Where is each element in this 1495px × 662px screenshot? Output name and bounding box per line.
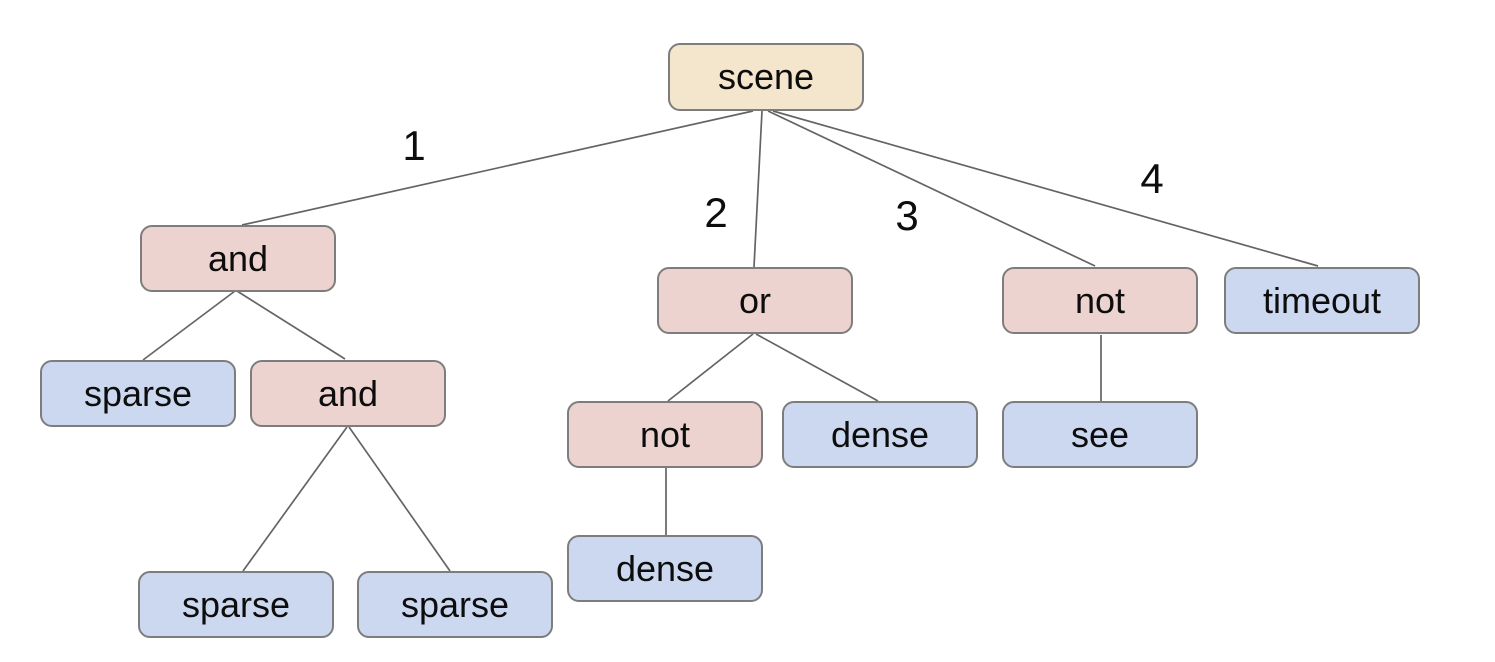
node-sparse-left: sparse	[40, 360, 236, 427]
node-not-right: not	[1002, 267, 1198, 334]
node-see: see	[1002, 401, 1198, 468]
node-timeout: timeout	[1224, 267, 1420, 334]
edge-and2-sparse-left	[242, 426, 348, 572]
node-and-nested: and	[250, 360, 446, 427]
edge-or-dense	[755, 333, 879, 402]
node-scene: scene	[668, 43, 864, 111]
node-dense-bottom: dense	[567, 535, 763, 602]
edge-scene-and	[241, 110, 754, 226]
node-or: or	[657, 267, 853, 334]
edge-and-and	[236, 290, 346, 360]
node-and-left: and	[140, 225, 336, 292]
edge-or-not	[667, 333, 754, 402]
edge-label-2: 2	[704, 189, 727, 236]
edge-and-sparse	[142, 290, 236, 361]
node-not-middle: not	[567, 401, 763, 468]
edge-label-4: 4	[1140, 155, 1163, 202]
edge-scene-or	[753, 110, 763, 268]
edge-scene-timeout	[772, 110, 1319, 267]
edge-and2-sparse-right	[348, 426, 451, 572]
edge-label-3: 3	[895, 192, 918, 239]
node-dense-middle: dense	[782, 401, 978, 468]
edge-label-1: 1	[402, 122, 425, 169]
node-sparse-bottom-left: sparse	[138, 571, 334, 638]
node-sparse-bottom-right: sparse	[357, 571, 553, 638]
edge-scene-not	[767, 110, 1096, 267]
